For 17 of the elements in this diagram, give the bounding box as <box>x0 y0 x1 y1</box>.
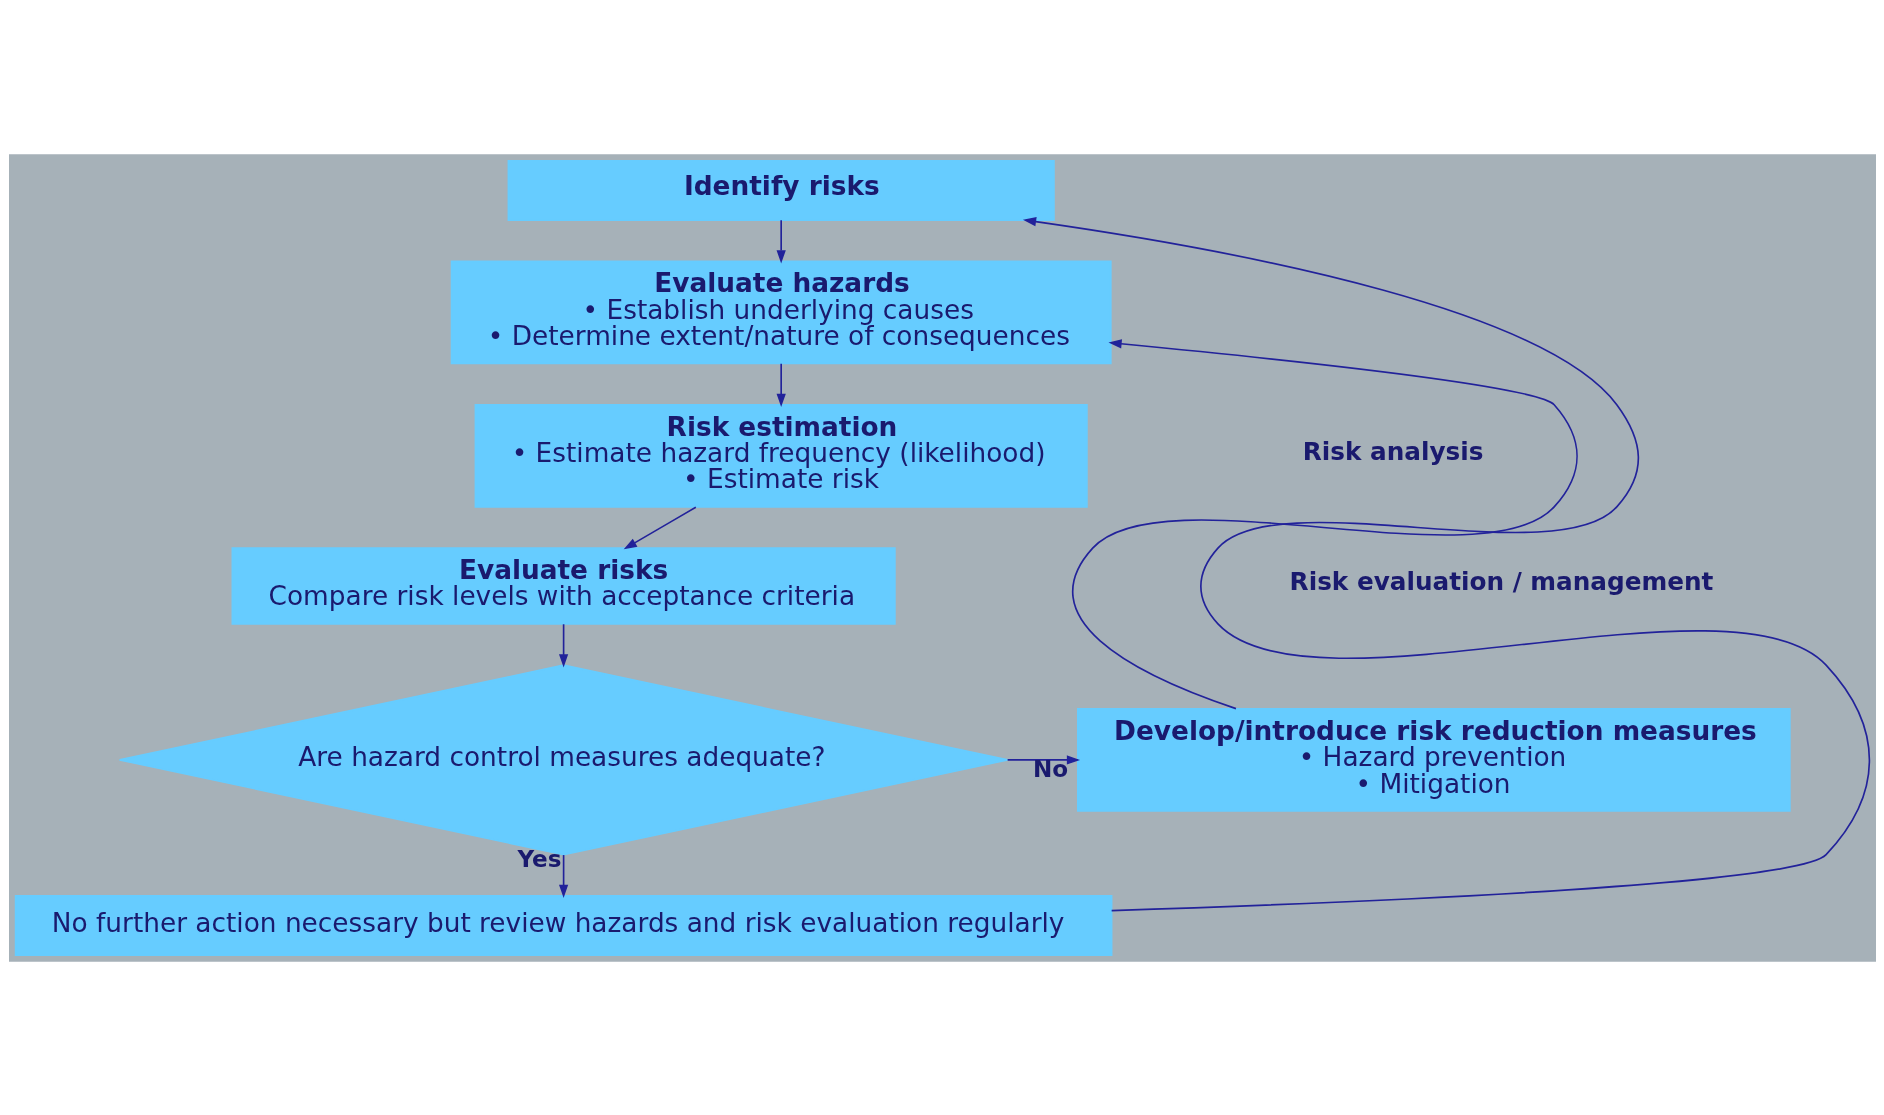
node-box: No further action necessary but review hazards and risk evaluation regularly <box>14 894 1112 956</box>
arrow <box>776 362 786 407</box>
arrow <box>558 853 568 898</box>
arrow <box>623 505 697 549</box>
arrow <box>1006 754 1080 765</box>
node-box: Evaluate hazards • Establish underlying causes • Determine extent/nature of consequences <box>450 260 1112 364</box>
label: Risk analysis <box>1302 436 1484 466</box>
label: Risk evaluation / management <box>1289 566 1713 596</box>
edge-label: No <box>1032 755 1068 782</box>
arrow <box>776 218 786 264</box>
node-box: Identify risks <box>507 159 1055 221</box>
arrow <box>558 622 568 667</box>
node-box: Risk estimation • Estimate hazard frequency (likelihood) • Estimate risk <box>474 403 1088 508</box>
node-box: Develop/introduce risk reduction measures • Hazard prevention • Mitigation <box>1076 707 1791 812</box>
arrow <box>1071 338 1578 709</box>
arrow <box>1022 216 1870 911</box>
node-box: Evaluate risks Compare risk levels with acceptance criteria <box>231 546 896 625</box>
